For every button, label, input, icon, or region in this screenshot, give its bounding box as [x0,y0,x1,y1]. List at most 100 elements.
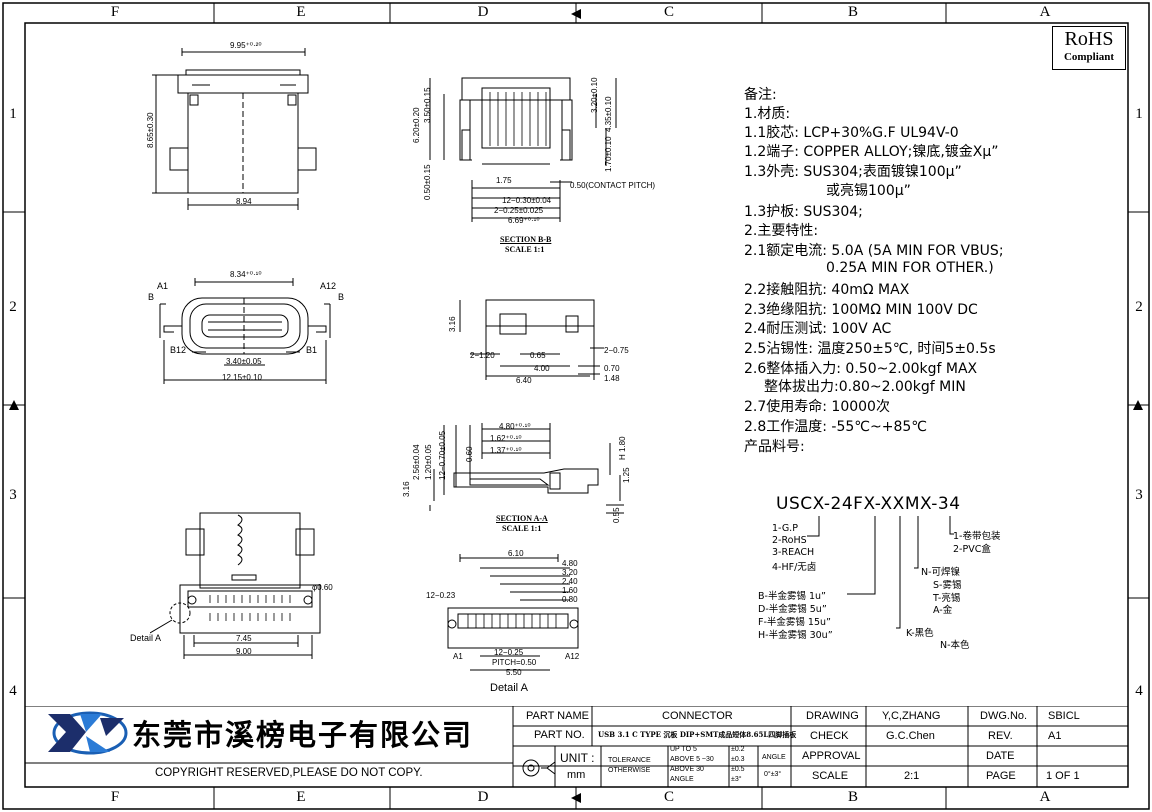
zone-letter-c: C [663,4,674,20]
note-line-14: 2.6整体插入力: 0.50~2.00kgf MAX [744,361,978,377]
scale-label: SCALE [812,770,849,782]
note-line-15: 整体拔出力:0.80~2.00kgf MIN [764,379,966,395]
front-view-width-dim: 8.34⁺⁰·¹⁰ [230,270,262,279]
bottom-view-outer-width-dim: 9.00 [236,647,252,656]
code-option-1-2: 3-REACH [772,547,815,558]
check-value: G.C.Chen [886,730,935,742]
note-line-11: 2.3绝缘阻抗: 100MΩ MIN 100V DC [744,302,978,318]
section-bb-upper-dim: 3.50±0.15 [423,87,432,123]
side-view-dim-0-70: 0.70 [604,364,620,373]
code-option-4-3: A-金 [933,605,953,616]
detail-a-title: Detail A [490,682,528,694]
zone-number-3-right: 3 [1135,487,1143,503]
pin-label-a12: A12 [320,281,337,291]
angle-label: ANGLE [762,754,786,761]
zone-letter-b-bottom: B [847,789,858,805]
note-line-3: 1.2端子: COPPER ALLOY;镍底,镀金Xμ” [744,144,999,160]
tolerance-row-1: UP TO 5 [670,746,697,753]
tolerance-label: TOLERANCE OTHERWISE [608,757,651,774]
zone-number-1-right: 1 [1135,106,1143,122]
detail-a-dim-12-0-23: 12−0.23 [426,591,456,600]
code-option-5-0: 1-卷带包装 [953,531,1001,542]
section-aa-dim-4-80: 4.80⁺⁰·¹⁰ [499,422,531,431]
part-no-value: USB 3.1 C TYPE 沉板 DIP+SMT成品短体8.65L四脚插板 [598,730,797,739]
code-option-2-2: F-半金雾锡 15u” [758,617,831,628]
detail-a-dim-1-60: 1.60 [562,586,578,595]
pin-label-a1: A1 [157,281,169,291]
zone-letter-d-bottom: D [477,789,489,805]
drawing-value: Y,C,ZHANG [882,710,941,722]
code-option-2-1: D-半金雾锡 5u” [758,604,827,615]
zone-letter-f-bottom: F [110,789,120,805]
section-bb-overall-dim: 6.69⁺⁰·¹⁰ [508,216,540,225]
part-code: USCX-24FX-XXMX-34 [776,494,961,514]
part-code-leader-lines [807,516,954,629]
detail-a-dim-6-10: 6.10 [508,549,524,558]
rohs-badge: RoHS Compliant [1052,26,1126,70]
check-label: CHECK [810,730,849,742]
section-bb-contact-dim: 12−0.30±0.04 [502,196,552,205]
top-view-width-dim: 9.95⁺⁰·²⁰ [230,41,262,50]
angle-value: 0°±3° [764,771,782,778]
front-view-overall-width-dim: 12.15±0.10 [222,373,262,382]
unit-value: mm [567,769,586,781]
note-line-6: 1.3护板: SUS304; [744,204,863,220]
section-bb-right-dim-3: 1.70±0.10 [604,136,613,172]
zone-letter-d: D [477,4,489,20]
dwg-no-label: DWG.No. [980,710,1028,722]
code-option-4-1: S-雾锡 [933,580,962,591]
zone-number-4: 4 [9,683,17,699]
tolerance-row-1-value: ±0.2 [731,746,745,753]
section-aa-dim-0-55: 0.55 [612,507,621,523]
zone-letter-c-bottom: C [663,789,674,805]
section-bb-contact-width-dim: 2−0.25±0.025 [494,206,544,215]
section-bb-contact-pitch: 0.50(CONTACT PITCH) [570,181,656,190]
section-mark-b-right: B [338,292,345,302]
top-view-body-width-dim: 8.94 [236,197,252,206]
code-option-4-2: T-亮锡 [933,593,961,604]
note-line-5: 或亮锡100μ” [826,183,911,199]
detail-a-dim-4-80: 4.80 [562,559,578,568]
note-line-12: 2.4耐压测试: 100V AC [744,321,892,337]
section-aa-scale: SCALE 1:1 [502,524,542,533]
top-view-drawing [152,48,317,210]
note-line-8: 2.1额定电流: 5.0A (5A MIN FOR VBUS; [744,243,1004,259]
section-bb-lower-dim: 0.50±0.15 [423,164,432,200]
drawing-label: DRAWING [806,710,859,722]
company-logo-icon [48,711,128,755]
note-line-0: 备注: [744,87,777,103]
detail-a-pin-a12: A12 [565,652,580,661]
bottom-view-drawing [150,512,321,659]
section-bb-scale: SCALE 1:1 [505,245,545,254]
zone-number-2: 2 [9,299,17,315]
zone-letter-a: A [1039,4,1051,20]
section-bb-title: SECTION B-B [500,235,552,244]
detail-a-dim-5-50: 5.50 [506,668,522,677]
approval-label: APPROVAL [802,750,861,762]
code-option-2-3: H-半金雾锡 30u” [758,630,833,641]
zone-number-1: 1 [9,106,17,122]
zone-letter-e: E [296,4,306,20]
section-aa-dim-1-20: 1.20±0.05 [424,444,433,480]
note-line-13: 2.5沾锡性: 温度250±5℃, 时间5±0.5s [744,341,996,357]
code-option-2-0: B-半金雾锡 1u” [758,591,826,602]
section-bb-right-dim-2: 4.35±0.10 [604,96,613,132]
unit-label: UNIT : [560,751,595,765]
tolerance-row-4-value: ±3° [731,776,742,783]
section-bb-drawing [429,77,617,222]
side-view-height-dim: 3.16 [448,316,457,332]
side-view-dim-6-40: 6.40 [516,376,532,385]
note-line-2: 1.1胶芯: LCP+30%G.F UL94V-0 [744,125,959,141]
note-line-1: 1.材质: [744,106,791,122]
section-aa-dim-0-60: 0.60 [465,446,474,462]
section-aa-drawing [429,423,624,514]
note-line-16: 2.7使用寿命: 10000次 [744,399,890,415]
front-view-pitch-dim: 3.40±0.05 [226,357,262,366]
tolerance-row-2: ABOVE 5 ~30 [670,756,714,763]
detail-a-pin-a1: A1 [453,652,463,661]
rohs-title: RoHS [1064,28,1114,50]
side-view-dim-4-00: 4.00 [534,364,550,373]
detail-a-dim-12-0-25: 12−0.25 [494,648,524,657]
zone-number-2-right: 2 [1135,299,1143,315]
